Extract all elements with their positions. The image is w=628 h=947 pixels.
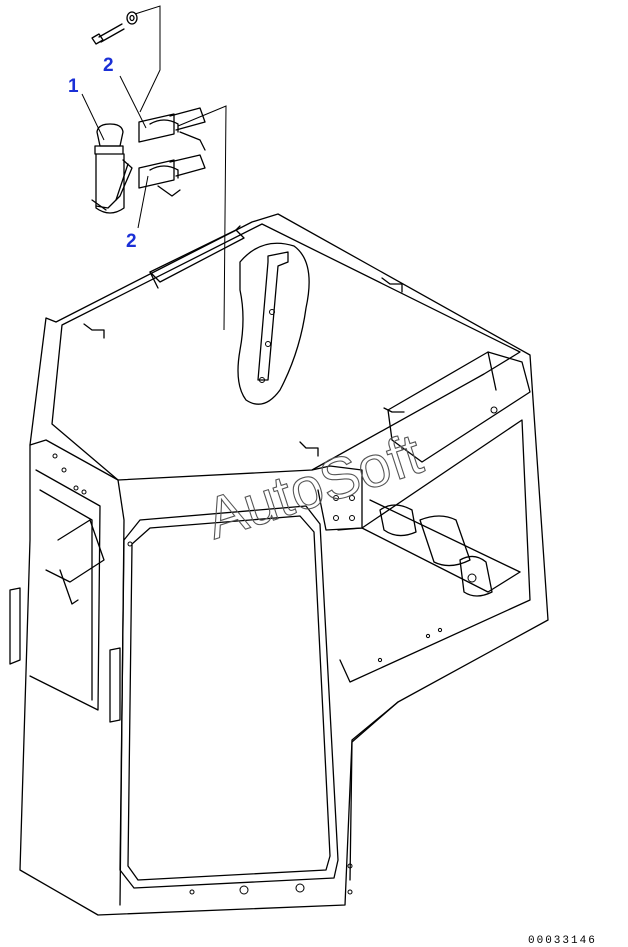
leader-lines <box>81 75 149 229</box>
part-1-container <box>91 123 133 214</box>
part-2-brackets <box>138 105 227 331</box>
cab-body <box>9 213 549 916</box>
drawing-code: 00033146 <box>528 935 597 947</box>
callout-1: 1 <box>68 76 79 97</box>
bolt-and-washer <box>91 5 161 113</box>
callout-2-lower: 2 <box>126 231 137 252</box>
callout-2-upper: 2 <box>103 55 114 76</box>
